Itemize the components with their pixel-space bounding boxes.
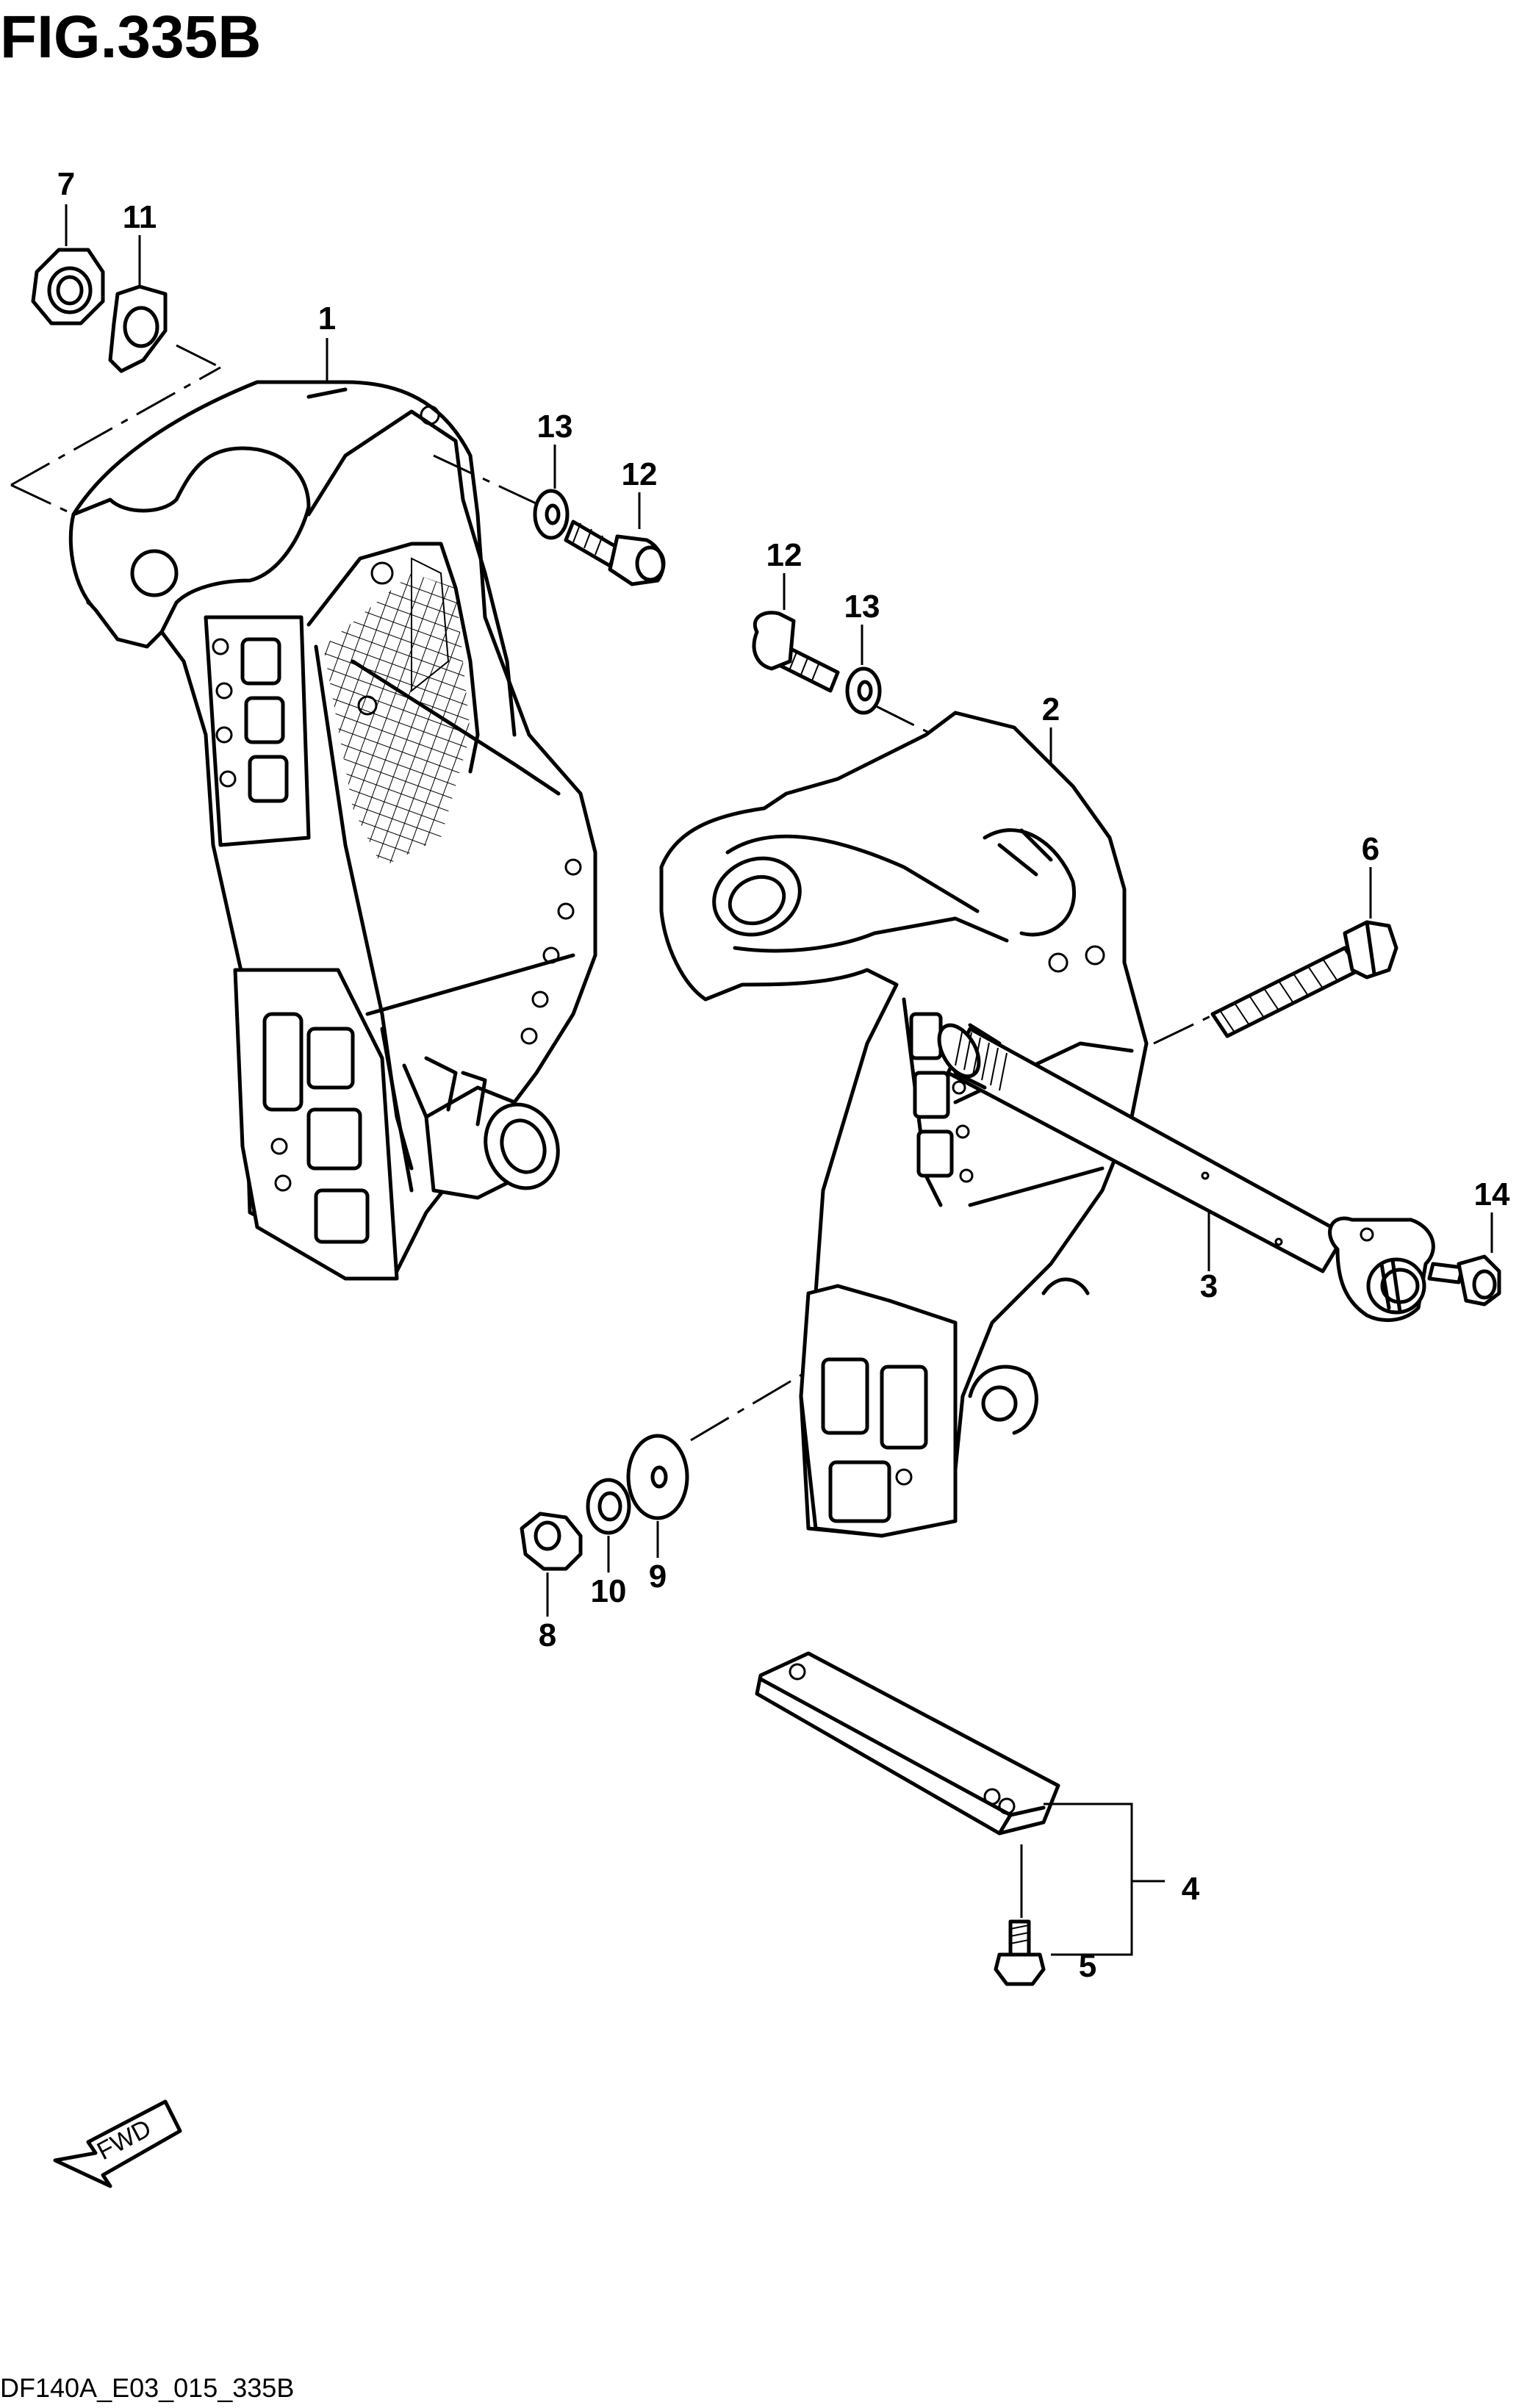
callout-3: 3 (1200, 1268, 1218, 1304)
clamp-shaft (937, 1023, 1435, 1323)
callout-13-mid: 13 (844, 589, 880, 625)
clamp-bracket-right (659, 711, 1149, 1538)
washer-9 (626, 1434, 689, 1520)
callout-8: 7 (57, 166, 75, 202)
fwd-arrow: FWD (53, 2099, 182, 2188)
figure-title: FIG.335B (0, 4, 261, 71)
bolt-6 (1210, 920, 1398, 1038)
callout-12-top: 12 (622, 456, 658, 492)
clamp-bracket-left (68, 380, 597, 1281)
screw-12-top (564, 520, 666, 586)
callout-14: 14 (1474, 1176, 1510, 1212)
washer-13-top (533, 489, 570, 540)
leader-lines (65, 204, 1493, 1956)
callout-5: 5 (1079, 1948, 1096, 1984)
nut-8 (31, 248, 105, 326)
centerline (10, 366, 221, 486)
callout-11: 11 (123, 199, 157, 235)
washer-13-mid (845, 666, 882, 715)
callout-2: 2 (1042, 691, 1060, 727)
callout-9: 9 (649, 1559, 667, 1595)
callout-labels: 7 11 1 13 12 12 13 2 6 3 14 8 10 9 4 5 (57, 166, 1510, 1984)
screw-12-mid (752, 611, 840, 693)
callout-10: 10 (591, 1573, 627, 1609)
bolt-14 (1427, 1254, 1501, 1307)
callout-7: 8 (539, 1617, 556, 1653)
plate-11 (108, 284, 168, 373)
anode-plate (755, 1651, 1060, 1836)
drawing-code: DF140A_E03_015_335B (0, 2373, 294, 2403)
callout-4: 4 (1182, 1871, 1200, 1907)
callout-13-top: 13 (537, 409, 573, 445)
nut-7 (520, 1512, 583, 1571)
callout-12-mid: 12 (766, 537, 802, 573)
washer-10 (586, 1478, 631, 1535)
screw-5 (994, 1919, 1046, 1986)
callout-1: 1 (318, 301, 336, 337)
callout-6: 6 (1362, 831, 1379, 867)
